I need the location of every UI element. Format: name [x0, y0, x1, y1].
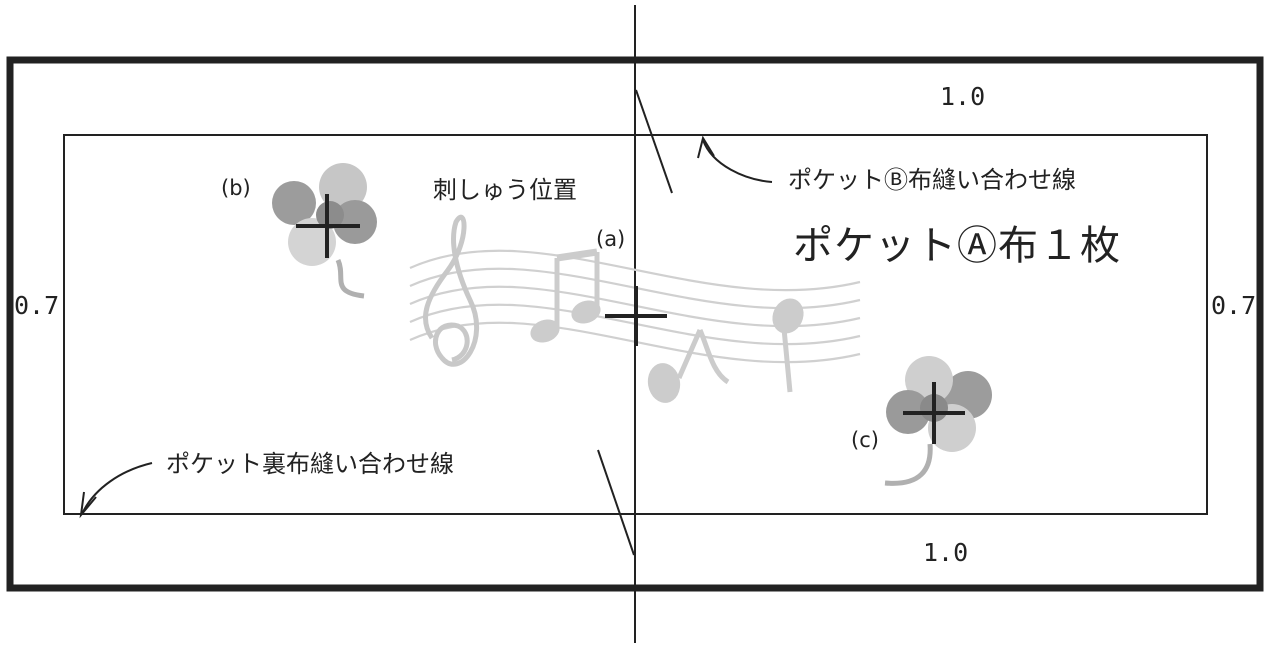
- crosshair-icon-a: [605, 286, 667, 346]
- pocket-b-arrowhead: [697, 135, 715, 159]
- marker-c: (c): [851, 428, 879, 452]
- clover-icon-c: [884, 356, 992, 486]
- pocket-b-mark-top: [635, 89, 673, 194]
- left-margin-label: 0.7: [14, 291, 60, 320]
- pocket-back-pointer: [81, 462, 153, 515]
- marker-b: (b): [221, 176, 251, 200]
- pocket-a-title: ポケットⒶ布１枚: [793, 223, 1121, 269]
- top-margin-label: 1.0: [940, 82, 986, 111]
- crosshair-icon-c: [903, 382, 965, 444]
- right-margin-label: 0.7: [1211, 291, 1257, 320]
- pocket-b-seam-label: ポケットⒷ布縫い合わせ線: [788, 166, 1076, 194]
- pocket-b-pointer: [702, 139, 773, 183]
- note-heads: [530, 298, 804, 403]
- crosshair-icon-b: [296, 194, 360, 258]
- clover-icon-b: [272, 163, 377, 299]
- embroidery-position-label: 刺しゅう位置: [433, 176, 577, 204]
- pocket-back-arrowhead: [79, 491, 97, 519]
- bottom-margin-label: 1.0: [923, 538, 969, 567]
- pocket-b-mark-bottom: [597, 449, 635, 556]
- pocket-back-seam-label: ポケット裏布縫い合わせ線: [166, 450, 454, 478]
- marker-a: (a): [596, 227, 626, 251]
